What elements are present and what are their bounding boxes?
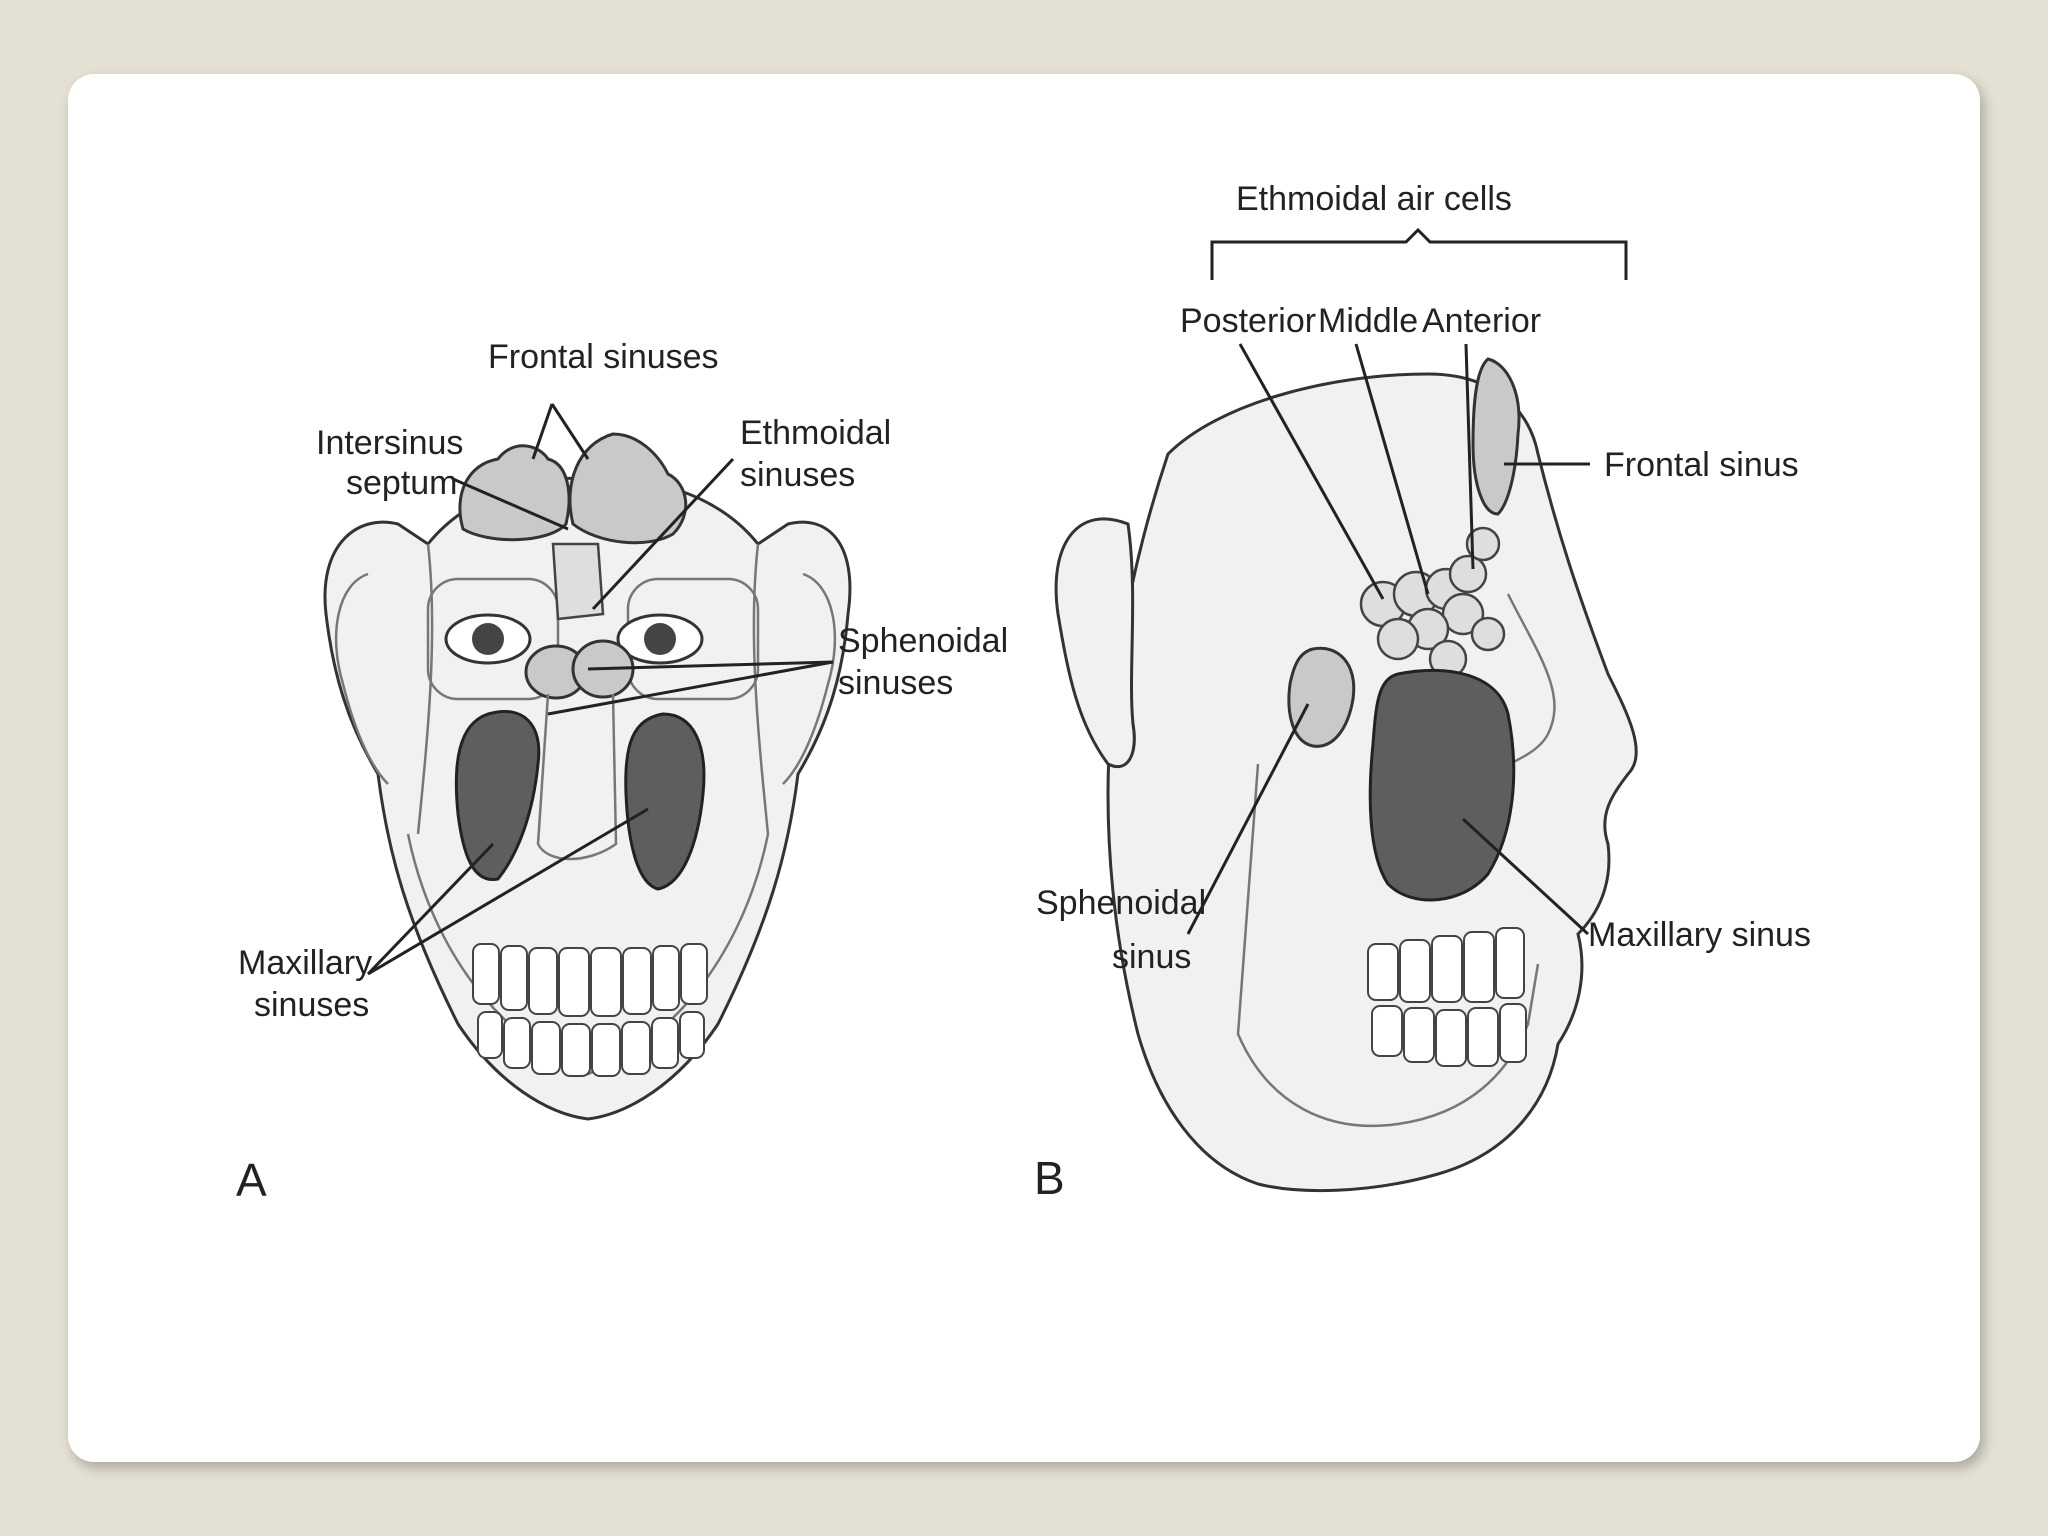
panel-a-left-pupil <box>472 623 504 655</box>
label-intersinus-septum-line1: Intersinus <box>316 424 463 462</box>
panel-a-maxillary-sinus-right <box>624 712 706 891</box>
label-anterior: Anterior <box>1422 302 1541 340</box>
panel-b-maxillary-sinus <box>1368 668 1516 902</box>
panel-a-leader-sphenoidal-1 <box>587 660 834 671</box>
label-ethmoidal-air-cells: Ethmoidal air cells <box>1236 180 1512 218</box>
label-intersinus-septum-line2: septum <box>346 464 458 502</box>
panel-a-leader-septum <box>452 477 569 531</box>
panel-a-right-ear <box>782 572 837 785</box>
panel-a-right-pupil <box>644 623 676 655</box>
panel-a-leader-ethmoidal <box>591 457 735 611</box>
label-ethmoidal-sinuses-line2: sinuses <box>740 456 855 494</box>
label-ethmoidal-sinuses-line1: Ethmoidal <box>740 414 891 452</box>
label-frontal-sinuses: Frontal sinuses <box>488 338 719 376</box>
panel-b-leader-middle <box>1354 343 1430 595</box>
panel-a-nose <box>536 693 618 861</box>
label-sphenoidal-sinuses-line2: sinuses <box>838 664 953 702</box>
panel-b-ear <box>1054 517 1136 768</box>
label-maxillary-sinuses-line1: Maxillary <box>238 944 372 982</box>
panel-a-left-orbit <box>426 577 560 701</box>
panel-a-leader-frontal-left <box>531 403 554 460</box>
panel-b-leader-posterior <box>1238 343 1385 600</box>
panel-a-teeth <box>472 943 708 1077</box>
panel-a-illustration <box>323 403 852 1121</box>
panel-a-leader-maxillary-2 <box>367 807 649 976</box>
label-frontal-sinus: Frontal sinus <box>1604 446 1799 484</box>
label-sphenoidal-sinus-line1: Sphenoidal <box>1036 884 1206 922</box>
panel-a-frontal-sinus-left <box>458 444 571 542</box>
panel-a-leader-maxillary-1 <box>366 842 495 976</box>
label-sphenoidal-sinus-line2: sinus <box>1112 938 1191 976</box>
panel-b-ethmoidal-bracket <box>1210 227 1628 280</box>
slide: Frontal sinuses Intersinus septum Ethmoi… <box>68 74 1980 1462</box>
label-sphenoidal-sinuses-line1: Sphenoidal <box>838 622 1008 660</box>
label-maxillary-sinus: Maxillary sinus <box>1588 916 1811 954</box>
panel-a-ethmoidal-sinuses <box>551 542 605 621</box>
panel-b-illustration <box>1054 227 1638 1193</box>
panel-b-frontal-sinus <box>1471 357 1521 516</box>
label-maxillary-sinuses-line2: sinuses <box>254 986 369 1024</box>
panel-b-sphenoidal-sinus <box>1287 646 1356 748</box>
panel-b-leader-sphenoidal <box>1186 703 1310 935</box>
panel-a-letter: A <box>236 1154 267 1206</box>
panel-a-leader-sphenoidal-2 <box>547 660 834 716</box>
panel-a-maxillary-sinus-left <box>454 709 541 881</box>
label-posterior: Posterior <box>1180 302 1316 340</box>
label-middle: Middle <box>1318 302 1418 340</box>
panel-b-teeth <box>1367 927 1527 1067</box>
panel-a-skull-frame <box>416 543 770 835</box>
panel-b-leader-anterior <box>1464 343 1475 570</box>
panel-b-leader-maxillary <box>1461 817 1590 936</box>
panel-a-leader-frontal-right <box>550 403 590 460</box>
panel-a-left-ear <box>334 572 389 785</box>
sinus-diagram: Frontal sinuses Intersinus septum Ethmoi… <box>236 180 1811 1206</box>
panel-b-letter: B <box>1034 1152 1065 1204</box>
